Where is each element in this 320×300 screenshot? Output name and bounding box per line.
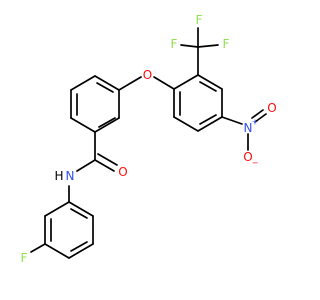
bond <box>94 117 120 133</box>
bond <box>68 243 94 259</box>
bond <box>173 116 199 132</box>
chemical-structure: O F F F N + O O − O H N F <box>21 13 277 265</box>
bond <box>98 117 116 128</box>
aryl-fluorine-label: F <box>21 251 28 265</box>
bond <box>251 109 264 119</box>
bond <box>76 159 96 172</box>
bond <box>44 201 70 217</box>
cf3-fluorine-left-label: F <box>171 37 178 51</box>
atom-labels: O F F F N + O O − O H N F <box>21 13 277 265</box>
bond <box>70 117 96 133</box>
bond <box>94 75 120 91</box>
cf3-fluorine-top-label: F <box>196 13 203 27</box>
amide-hydrogen-label: H <box>54 169 63 183</box>
ether-oxygen-label: O <box>143 68 152 82</box>
bond <box>118 76 142 91</box>
bond <box>30 243 46 253</box>
bond <box>254 113 267 123</box>
bond <box>221 116 243 125</box>
carbonyl-oxygen-label: O <box>118 165 127 179</box>
bond-lines <box>30 27 267 259</box>
nitro-nitrogen-charge: + <box>252 118 259 127</box>
bond <box>68 201 94 217</box>
bond <box>97 153 118 166</box>
cf3-fluorine-right-label: F <box>223 37 230 51</box>
amide-nitrogen-label: N <box>66 169 75 183</box>
nitro-oxygen-double-label: O <box>267 101 276 115</box>
bond <box>70 241 88 252</box>
bond <box>199 114 217 125</box>
bond <box>199 81 217 92</box>
bond <box>197 44 219 48</box>
nitro-nitrogen-label: N <box>244 121 253 135</box>
bond <box>70 75 96 91</box>
bond <box>70 208 88 219</box>
nitro-oxygen-charge: − <box>252 159 259 168</box>
bond <box>94 159 115 172</box>
bond <box>197 116 223 132</box>
bond <box>180 44 199 48</box>
bond <box>153 76 175 90</box>
bond <box>197 74 223 90</box>
bond <box>44 243 70 259</box>
bond <box>96 82 114 93</box>
bond <box>173 74 199 90</box>
nitro-oxygen-single-label: O <box>243 150 252 164</box>
